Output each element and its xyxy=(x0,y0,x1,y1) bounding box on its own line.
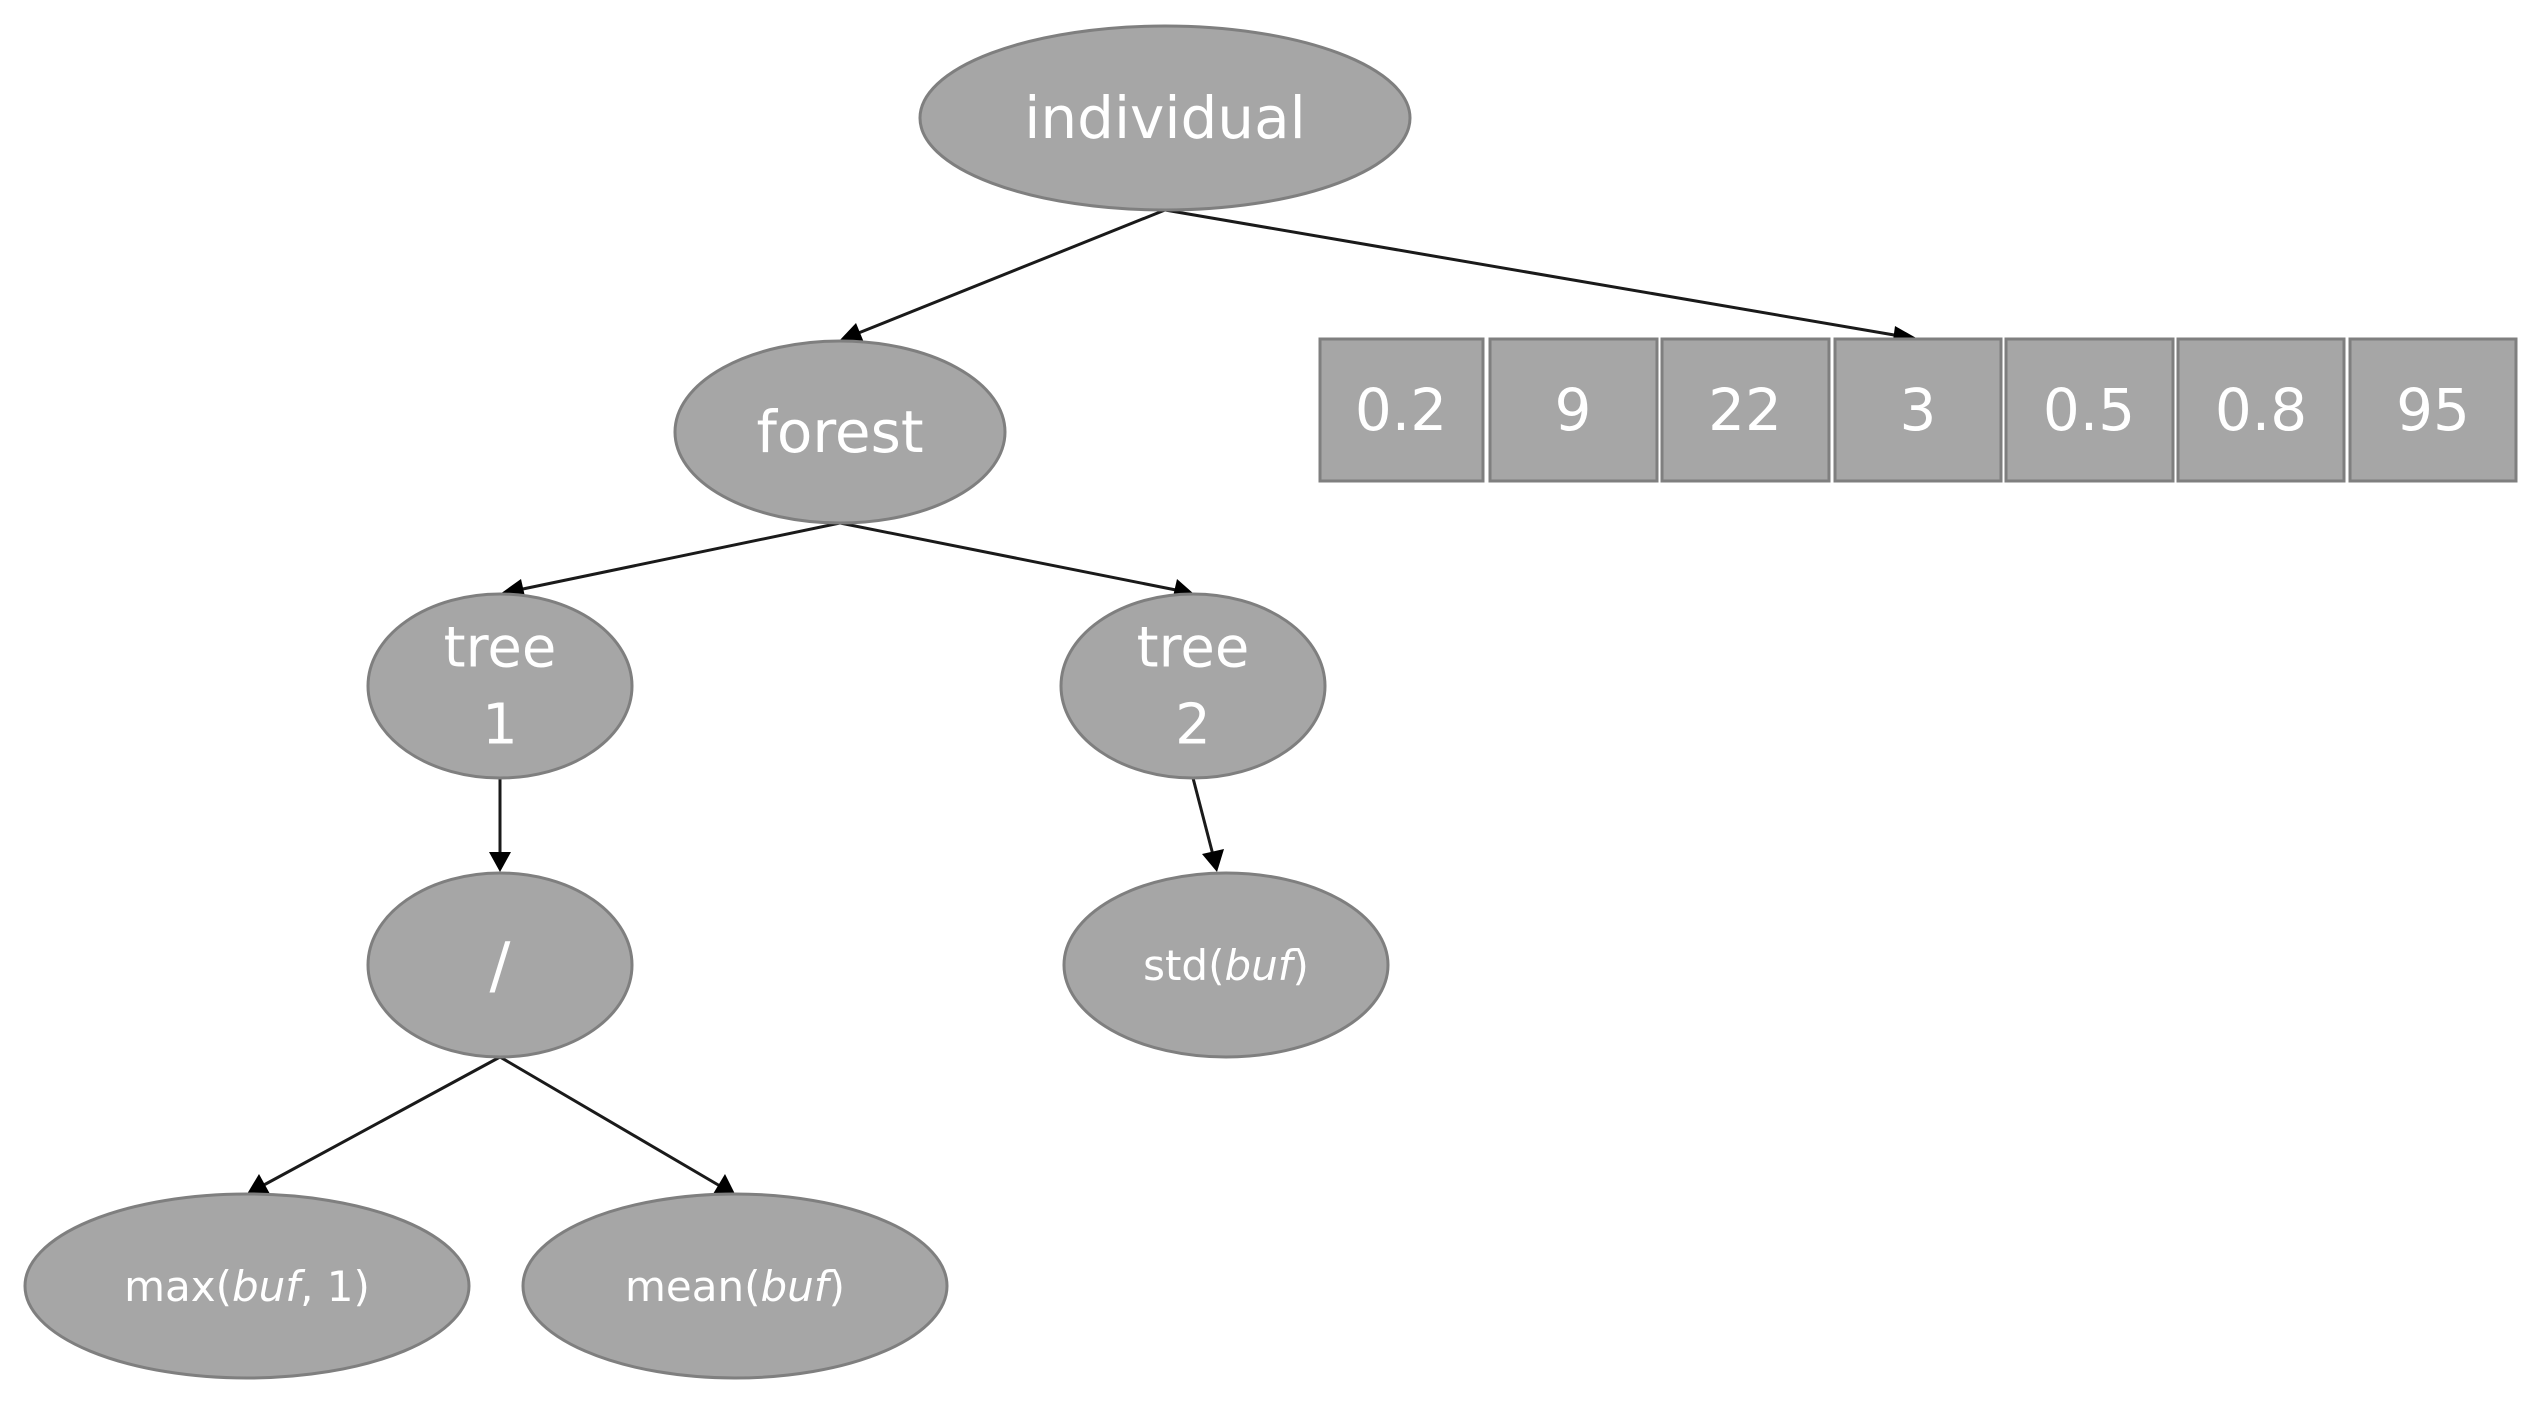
vector-cell-value: 0.5 xyxy=(2043,376,2135,444)
vector-cell-value: 95 xyxy=(2396,376,2470,444)
arrowhead-max xyxy=(247,1174,270,1194)
node-std-label: std(buf) xyxy=(1143,941,1309,990)
node-mean: mean(buf) xyxy=(521,1192,949,1380)
parameter-vector: 0.2 9 22 3 0.5 0.8 95 xyxy=(1318,337,2518,483)
arrowhead-forest xyxy=(839,323,865,345)
node-max-arg: buf xyxy=(232,1262,306,1311)
edges xyxy=(247,208,1918,1194)
node-individual-label: individual xyxy=(1024,84,1305,152)
node-max-label: max(buf, 1) xyxy=(124,1262,370,1311)
node-std: std(buf) xyxy=(1062,871,1390,1059)
node-std-arg: buf xyxy=(1224,941,1298,990)
vector-cell: 22 xyxy=(1660,337,1831,483)
edge-forest-tree2 xyxy=(839,521,1177,592)
node-tree-1-label-line1: tree xyxy=(444,616,557,681)
vector-cell-value: 3 xyxy=(1900,376,1937,444)
node-tree-2-label-line1: tree xyxy=(1137,616,1250,681)
edge-individual-vector xyxy=(1164,208,1901,338)
node-mean-fn: mean( xyxy=(625,1262,761,1311)
arrowhead-std xyxy=(1202,849,1224,872)
node-tree-2-label-line2: 2 xyxy=(1175,693,1211,758)
vector-cell: 3 xyxy=(1833,337,2003,483)
node-mean-arg: buf xyxy=(761,1262,835,1311)
node-divide: / xyxy=(366,871,634,1059)
vector-cell: 0.2 xyxy=(1318,337,1485,483)
node-mean-close: ) xyxy=(829,1262,845,1311)
vector-cell: 95 xyxy=(2348,337,2518,483)
node-tree-1: tree 1 xyxy=(366,592,634,780)
node-max-fn: max( xyxy=(124,1262,232,1311)
edge-forest-tree1 xyxy=(517,521,841,592)
arrowhead-mean xyxy=(713,1174,735,1194)
vector-cell: 9 xyxy=(1488,337,1659,483)
vector-cell: 0.5 xyxy=(2004,337,2175,483)
edge-individual-forest xyxy=(850,208,1166,338)
node-tree-2: tree 2 xyxy=(1059,592,1327,780)
vector-cell-value: 0.8 xyxy=(2215,376,2307,444)
edge-divide-mean xyxy=(499,1055,721,1188)
node-std-close: ) xyxy=(1293,941,1309,990)
edge-tree2-std xyxy=(1191,777,1215,856)
node-std-fn: std( xyxy=(1143,941,1224,990)
node-max: max(buf, 1) xyxy=(23,1192,471,1380)
node-mean-label: mean(buf) xyxy=(625,1262,845,1311)
node-forest: forest xyxy=(673,339,1007,525)
vector-cell-value: 9 xyxy=(1555,376,1592,444)
node-individual: individual xyxy=(918,24,1412,212)
vector-cell-value: 22 xyxy=(1708,376,1782,444)
arrowhead-divide xyxy=(489,852,511,872)
edge-divide-max xyxy=(261,1055,501,1188)
vector-cell-value: 0.2 xyxy=(1355,376,1447,444)
node-max-rest: , 1) xyxy=(300,1262,370,1311)
node-divide-label: / xyxy=(490,929,511,1002)
node-tree-1-label-line2: 1 xyxy=(482,693,518,758)
vector-cell: 0.8 xyxy=(2176,337,2346,483)
node-forest-label: forest xyxy=(756,398,923,466)
